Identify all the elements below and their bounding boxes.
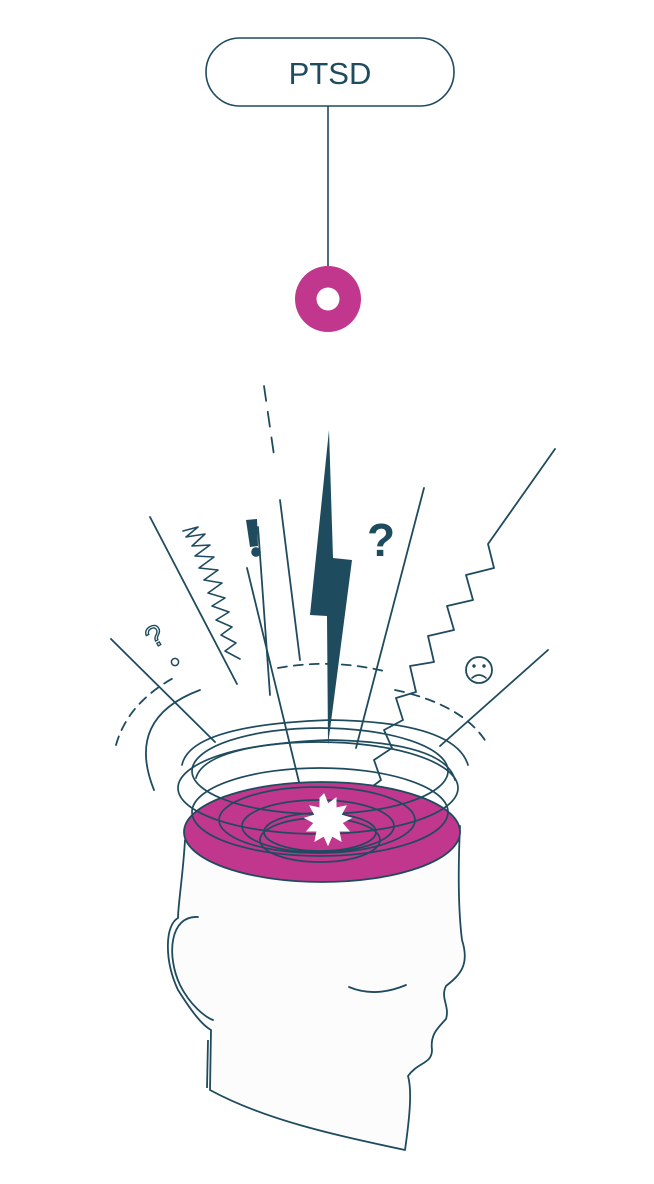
head-profile bbox=[166, 825, 466, 1151]
ear-outline bbox=[171, 916, 214, 1021]
head-outline bbox=[166, 825, 466, 1151]
right-zigzag-line bbox=[357, 448, 556, 823]
small-question-dot bbox=[170, 657, 180, 667]
sad-face-icon bbox=[465, 656, 493, 684]
exclamation-icon bbox=[246, 519, 261, 557]
node-ring bbox=[295, 266, 361, 332]
svg-text:?: ? bbox=[140, 618, 171, 655]
lightning-bolt-icon bbox=[310, 430, 352, 745]
starburst-icon bbox=[303, 793, 353, 847]
ptsd-label-pill: PTSD bbox=[205, 37, 455, 107]
closed-eye bbox=[348, 984, 407, 993]
ptsd-label-text: PTSD bbox=[289, 56, 372, 91]
question-mark-icon: ? bbox=[367, 514, 395, 566]
neck-line bbox=[206, 1039, 209, 1089]
small-question-mark-icon: ? bbox=[139, 618, 171, 656]
left-zigzag-line bbox=[182, 526, 241, 660]
